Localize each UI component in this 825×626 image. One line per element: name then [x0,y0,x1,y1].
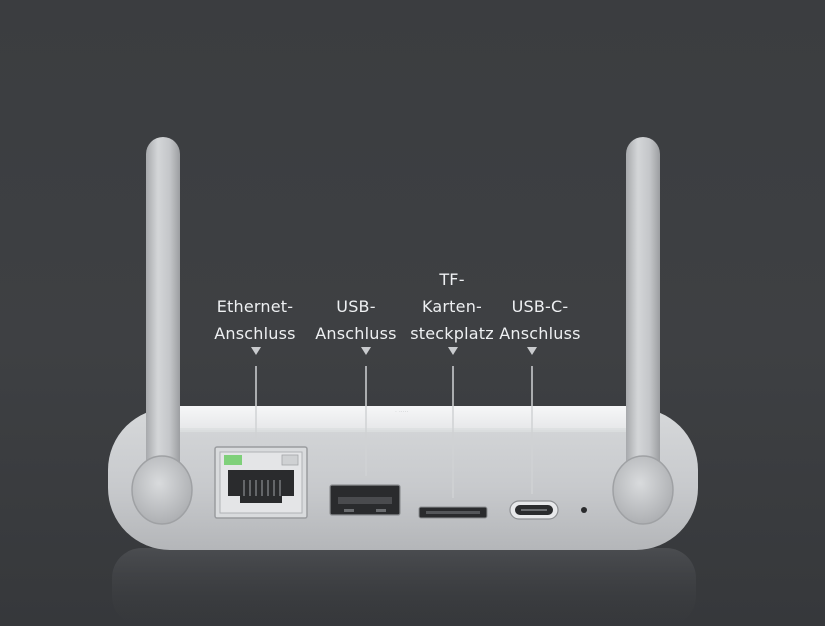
reset-hole [581,507,587,513]
label-ethernet-line1: Ethernet- [216,297,294,316]
callout-usbc [527,347,537,494]
ethernet-port [214,446,308,519]
callout-tf [448,347,458,498]
svg-text:· ·····: · ····· [395,409,408,416]
label-tf-card-slot: TF- Karten- steckplatz [404,266,500,347]
label-usb-line2: Anschluss [315,324,397,343]
label-tf-line1: TF- [439,270,465,289]
label-tf-line3: steckplatz [410,324,494,343]
usb-c-port [509,500,559,520]
label-tf-line2: Karten- [421,297,483,316]
router-body: · ····· [108,406,698,550]
right-antenna [612,137,674,525]
label-ethernet-port: Ethernet- Anschluss [203,293,307,347]
ethernet-led [224,455,242,465]
callout-ethernet [251,347,261,445]
label-usb-line1: USB- [336,297,376,316]
device-reflection [112,548,696,626]
tf-card-slot [418,506,488,519]
left-antenna [131,137,193,525]
label-usb-c-port: USB-C- Anschluss [494,293,586,347]
label-usb-port: USB- Anschluss [311,293,401,347]
label-ethernet-line2: Anschluss [214,324,296,343]
usb-port [329,484,401,516]
label-usbc-line2: Anschluss [499,324,581,343]
callout-usb [361,347,371,476]
label-usbc-line1: USB-C- [511,297,569,316]
